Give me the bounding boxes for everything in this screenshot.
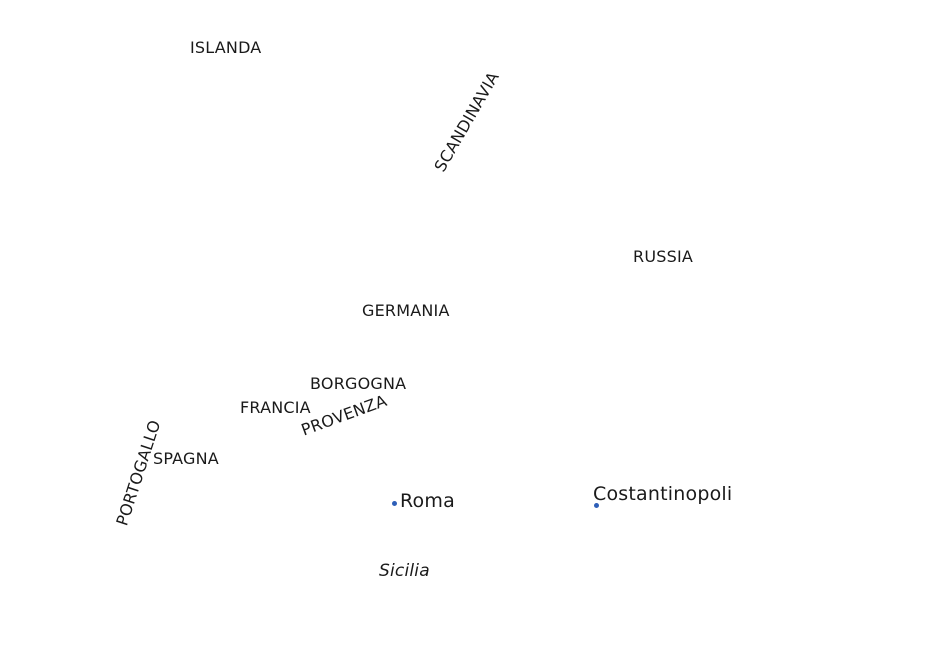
island-label-sicilia: Sicilia xyxy=(379,561,430,581)
region-label-provenza: PROVENZA xyxy=(298,390,390,440)
city-marker-roma xyxy=(392,501,397,506)
region-label-spagna: SPAGNA xyxy=(153,449,219,468)
region-label-borgogna: BORGOGNA xyxy=(310,374,407,393)
city-marker-costantinopoli xyxy=(594,503,599,508)
region-label-portogallo: PORTOGALLO xyxy=(112,417,165,528)
city-label-roma: Roma xyxy=(400,490,455,512)
region-label-francia: FRANCIA xyxy=(240,398,311,417)
region-label-islanda: ISLANDA xyxy=(190,38,262,57)
city-label-costantinopoli: Costantinopoli xyxy=(593,483,733,505)
region-label-germania: GERMANIA xyxy=(362,301,450,320)
region-label-russia: RUSSIA xyxy=(633,247,694,266)
region-label-scandinavia: SCANDINAVIA xyxy=(430,68,503,175)
